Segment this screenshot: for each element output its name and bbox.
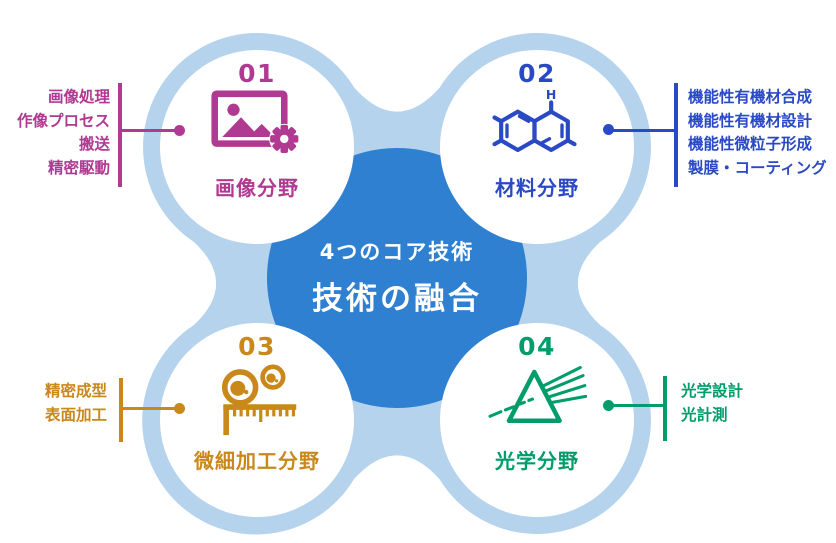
keyword-item: 精密駆動 [47,158,110,177]
keyword-item: 精密成型 [44,382,107,400]
field-03-connector-line [122,407,180,410]
core-title: 技術の融合 [312,281,482,317]
keyword-item: 画像処理 [47,88,110,106]
field-number: 02 [518,59,556,88]
field-number: 03 [238,332,276,361]
keyword-item: 光学設計 [681,382,744,400]
field-01-connector-line [121,129,180,132]
field-01-keywords: 画像処理 作像プロセス 搬送 精密駆動 [0,86,110,180]
field-circle-02-materials: 02 H 材料分野 [440,50,634,244]
particles-ruler-icon [160,363,354,438]
field-number: 01 [238,59,276,88]
molecule-atom-label: H [546,90,556,102]
keyword-item: 光計測 [681,405,728,424]
field-02-keywords: 機能性有機材合成 機能性有機材設計 機能性微粒子形成 製膜・コーティング [688,86,836,180]
field-circle-01-imaging: 01 画像分野 [160,50,354,244]
field-03-keyword-bar [119,378,123,442]
keyword-item: 機能性微粒子形成 [688,135,813,153]
field-01-keyword-bar [118,83,122,187]
field-04-connector-line [609,404,665,407]
field-04-keywords: 光学設計 光計測 [681,380,836,427]
field-01-connector-dot [174,125,185,136]
field-circle-04-optics: 04 光学分野 [440,323,634,517]
field-label: 画像分野 [215,176,299,200]
center-core-text: 4つのコア技術 技術の融合 [247,236,547,318]
field-label: 材料分野 [495,176,579,200]
field-circle-03-microfabrication: 03 [160,323,354,517]
field-03-connector-dot [174,403,185,414]
field-label: 微細加工分野 [194,449,320,473]
keyword-item: 機能性有機材合成 [688,88,813,106]
keyword-item: 作像プロセス [16,111,110,130]
field-04-connector-dot [603,400,614,411]
field-04-keyword-bar [663,376,667,441]
keyword-item: 製膜・コーティング [688,158,827,177]
keyword-item: 機能性有機材設計 [688,111,813,130]
prism-icon [440,363,634,428]
keyword-item: 搬送 [78,135,110,153]
field-label: 光学分野 [495,449,579,473]
field-02-keyword-bar [674,83,678,187]
keyword-item: 表面加工 [44,405,107,424]
molecule-icon: H [440,90,634,160]
image-gear-icon [160,90,354,154]
field-03-keywords: 精密成型 表面加工 [0,380,107,427]
field-02-connector-dot [603,124,614,135]
center-core-circle [267,148,527,408]
field-02-connector-line [609,129,674,132]
field-number: 04 [518,332,556,361]
core-subtitle: 4つのコア技術 [319,240,475,264]
